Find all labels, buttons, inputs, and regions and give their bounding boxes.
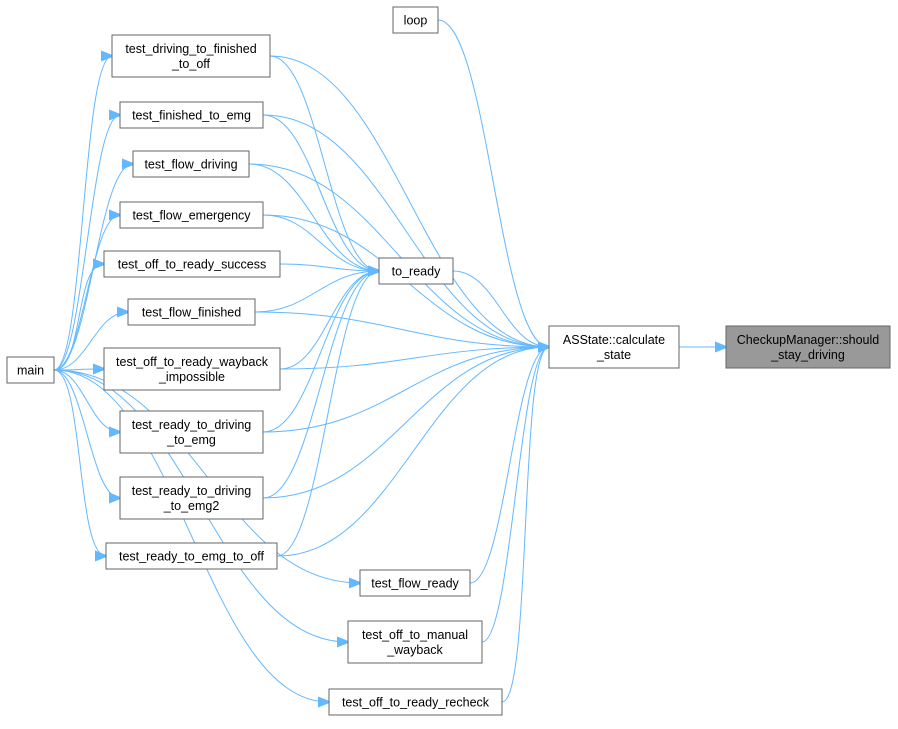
- node-label-line: _stay_driving: [770, 348, 845, 362]
- edge-main-to-t-fin-emg: [53, 115, 120, 371]
- edge-main-to-t-flow-emg: [53, 215, 120, 371]
- node-box: [105, 542, 278, 570]
- node-focus[interactable]: CheckupManager::should_stay_driving: [725, 325, 891, 369]
- node-label-line: test_off_to_ready_recheck: [342, 696, 490, 710]
- edge-t-rdy-emg-off-to-to-ready: [276, 271, 379, 557]
- node-box: [548, 325, 680, 369]
- edge-t-rdy-drv-emg2-to-calc: [262, 347, 549, 499]
- node-t-off-rdy-wb[interactable]: test_off_to_ready_wayback_impossible: [103, 347, 281, 391]
- node-box: [132, 150, 250, 178]
- node-box: [111, 34, 271, 78]
- node-label-line: _to_emg2: [163, 499, 220, 513]
- node-t-drv-fin-off[interactable]: test_driving_to_finished_to_off: [111, 34, 271, 78]
- edge-t-fin-emg-to-calc: [262, 114, 549, 347]
- edge-t-flow-rdy-to-calc: [469, 347, 549, 584]
- node-t-rdy-emg-off[interactable]: test_ready_to_emg_to_off: [105, 542, 278, 570]
- node-box: [119, 201, 264, 229]
- edge-t-rdy-drv-emg2-to-to-ready: [262, 271, 379, 499]
- node-label-line: _state: [596, 348, 631, 362]
- node-box: [328, 688, 503, 716]
- node-label-line: test_driving_to_finished: [125, 42, 256, 56]
- node-calc[interactable]: ASState::calculate_state: [548, 325, 680, 369]
- edge-t-off-man-wb-to-calc: [481, 347, 549, 643]
- node-loop[interactable]: loop: [392, 6, 439, 34]
- node-label-line: _wayback: [386, 643, 443, 657]
- edge-t-rdy-drv-emg-to-to-ready: [262, 271, 379, 433]
- node-box: [103, 250, 281, 278]
- node-label-line: to_ready: [392, 265, 441, 279]
- edge-main-to-t-rdy-emg-off: [53, 369, 106, 556]
- node-t-off-man-wb[interactable]: test_off_to_manual_wayback: [347, 620, 483, 664]
- node-label-line: test_ready_to_driving: [132, 418, 252, 432]
- node-t-off-rdy-rechk[interactable]: test_off_to_ready_recheck: [328, 688, 503, 716]
- node-t-off-rdy-succ[interactable]: test_off_to_ready_success: [103, 250, 281, 278]
- node-box: [359, 569, 471, 597]
- edge-t-flow-fin-to-to-ready: [254, 271, 379, 313]
- edge-t-flow-drv-to-calc: [248, 163, 549, 347]
- edge-t-rdy-emg-off-to-calc: [276, 347, 549, 557]
- edge-t-flow-drv-to-to-ready: [248, 163, 379, 271]
- edge-t-fin-emg-to-to-ready: [262, 114, 379, 271]
- node-label-line: _to_emg: [166, 433, 216, 447]
- node-t-fin-emg[interactable]: test_finished_to_emg: [119, 101, 264, 129]
- node-box: [119, 476, 264, 520]
- node-label-line: test_off_to_ready_success: [118, 258, 266, 272]
- node-box: [725, 325, 891, 369]
- node-box: [119, 410, 264, 454]
- node-t-flow-rdy[interactable]: test_flow_ready: [359, 569, 471, 597]
- edge-t-flow-fin-to-calc: [254, 311, 549, 347]
- node-label-line: _to_off: [171, 57, 211, 71]
- node-label-line: test_flow_emergency: [132, 209, 251, 223]
- node-label-line: test_flow_finished: [142, 306, 241, 320]
- node-t-flow-emg[interactable]: test_flow_emergency: [119, 201, 264, 229]
- nodes: CheckupManager::should_stay_driving ASSta…: [6, 6, 891, 716]
- node-t-rdy-drv-emg2[interactable]: test_ready_to_driving_to_emg2: [119, 476, 264, 520]
- edge-t-flow-emg-to-to-ready: [262, 214, 379, 271]
- edges: [53, 19, 726, 703]
- edge-main-to-t-off-rdy-succ: [53, 264, 104, 371]
- node-box: [347, 620, 483, 664]
- edge-main-to-t-flow-fin: [53, 312, 128, 371]
- node-label-line: ASState::calculate: [563, 333, 665, 347]
- node-to-ready[interactable]: to_ready: [378, 257, 454, 285]
- node-label-line: test_finished_to_emg: [132, 109, 251, 123]
- node-label-line: test_off_to_ready_wayback: [116, 355, 269, 369]
- edge-loop-to-calc: [437, 19, 549, 347]
- node-label-line: main: [17, 364, 44, 378]
- node-label-line: test_off_to_manual: [362, 628, 468, 642]
- edge-t-off-rdy-wb-to-calc: [279, 347, 549, 370]
- node-label-line: loop: [404, 14, 428, 28]
- node-label-line: test_flow_ready: [371, 577, 459, 591]
- edge-t-drv-fin-off-to-calc: [269, 55, 549, 347]
- node-label-line: test_ready_to_emg_to_off: [119, 550, 265, 564]
- node-label-line: _impossible: [158, 370, 225, 384]
- node-main[interactable]: main: [6, 356, 55, 384]
- node-box: [127, 298, 256, 326]
- node-box: [119, 101, 264, 129]
- node-box: [6, 356, 55, 384]
- edge-t-off-rdy-rechk-to-calc: [501, 347, 549, 703]
- edge-t-off-rdy-succ-to-to-ready: [279, 263, 379, 271]
- edge-t-drv-fin-off-to-to-ready: [269, 55, 379, 271]
- node-t-flow-drv[interactable]: test_flow_driving: [132, 150, 250, 178]
- edge-to-ready-to-calc: [452, 270, 549, 347]
- node-box: [378, 257, 454, 285]
- node-box: [392, 6, 439, 34]
- edge-main-to-t-rdy-drv-emg: [53, 369, 120, 432]
- edge-main-to-t-off-rdy-rechk: [53, 369, 329, 702]
- node-box: [103, 347, 281, 391]
- node-label-line: CheckupManager::should: [737, 333, 879, 347]
- node-label-line: test_flow_driving: [144, 158, 237, 172]
- edge-t-rdy-drv-emg-to-calc: [262, 347, 549, 433]
- node-label-line: test_ready_to_driving: [132, 484, 252, 498]
- edge-main-to-t-rdy-drv-emg2: [53, 369, 120, 498]
- node-t-rdy-drv-emg[interactable]: test_ready_to_driving_to_emg: [119, 410, 264, 454]
- node-t-flow-fin[interactable]: test_flow_finished: [127, 298, 256, 326]
- edge-main-to-t-drv-fin-off: [53, 56, 112, 371]
